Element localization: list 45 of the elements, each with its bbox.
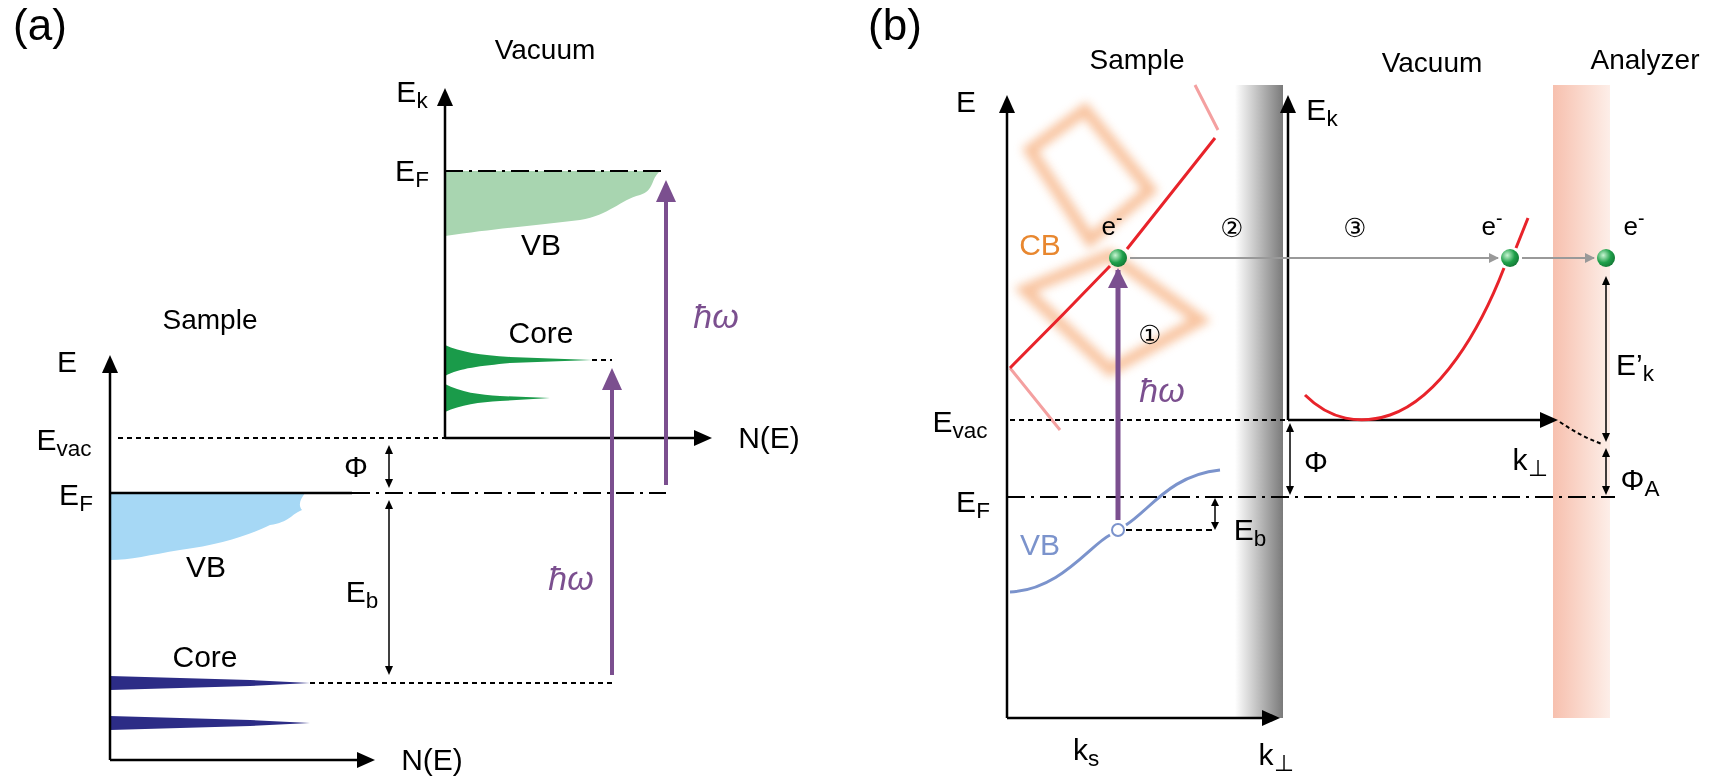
work-function-label: Φ$_{A}$ [1620,465,1660,495]
arrow [1129,253,1499,263]
work-function-label: Φ [1304,447,1328,477]
arrow [1108,268,1128,520]
kinetic-energy-label: E’$_{k}$ [1616,350,1654,380]
axis-label: N(E) [401,745,463,775]
region-label: Vacuum [494,36,596,64]
axis-label: k$_{s}$ [1072,735,1100,765]
band-label: Core [508,318,574,348]
region-label: Sample [162,306,258,334]
level-label: E$_{F}$ [956,487,990,517]
arrow [1521,253,1595,263]
band-label: Core [172,642,238,672]
panel-label: (b) [868,3,922,47]
panel-label: (a) [13,3,67,47]
photon-energy-label: ħω [1139,373,1185,407]
electron-label: e$^{-}$ [1101,213,1123,239]
axis-label: E$_{k}$ [1306,95,1338,125]
axis-label: k$_{⊥}$ [1258,740,1294,770]
band-label: CB [1019,230,1061,260]
region-label: Sample [1089,46,1185,74]
axis-label: E$_{k}$ [396,77,428,107]
band-label: VB [521,230,561,260]
axis-label: N(E) [738,423,800,453]
axis-label: E [57,347,77,377]
step-number: ② [1220,215,1244,241]
electron-label: e$^{-}$ [1481,213,1503,239]
level-label: E$_{F}$ [395,156,429,186]
binding-energy-label: E$_{b}$ [345,577,379,607]
photon-energy-label: ħω [548,561,594,595]
step-number: ① [1138,322,1162,348]
level-label: E$_{vac}$ [36,425,92,455]
level-label: E$_{F}$ [59,480,93,510]
axis-label: E [956,87,976,117]
axis-label: k$_{⊥}$ [1512,445,1548,475]
band-label: VB [186,552,226,582]
photon-energy-label: ħω [693,299,739,333]
band-label: VB [1020,530,1060,560]
step-number: ③ [1343,215,1367,241]
region-label: Analyzer [1590,46,1700,74]
level-label: E$_{vac}$ [932,407,988,437]
work-function-label: Φ [344,452,368,482]
electron-label: e$^{-}$ [1623,213,1645,239]
region-label: Vacuum [1381,49,1483,77]
binding-energy-label: E$_{b}$ [1233,515,1267,545]
